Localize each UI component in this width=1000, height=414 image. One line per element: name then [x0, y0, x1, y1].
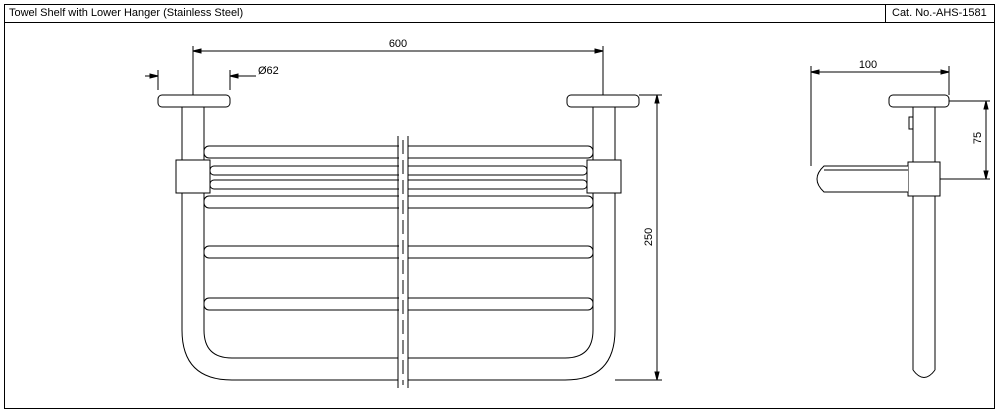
- dimension-width-label: 600: [389, 38, 407, 50]
- dimension-height-label: 250: [643, 228, 655, 246]
- left-frame-outer: [181, 107, 398, 381]
- dimension-width: [192, 46, 604, 95]
- dimension-diameter-label: Ø62: [258, 65, 279, 77]
- side-post-end: [912, 369, 936, 378]
- right-frame-outer: [408, 107, 616, 381]
- right-wall-flange: [566, 94, 640, 108]
- dimension-depth: [810, 66, 950, 166]
- dimension-height: [615, 94, 662, 381]
- title-block: Towel Shelf with Lower Hanger (Stainless…: [5, 5, 994, 23]
- left-wall-flange: [157, 94, 231, 108]
- right-support-block: [586, 159, 622, 194]
- side-screw: [908, 116, 914, 130]
- dimension-depth-label: 100: [859, 59, 877, 71]
- catalog-number: Cat. No.-AHS-1581: [892, 7, 987, 19]
- left-frame-inner-lower: [203, 193, 398, 359]
- front-view: 600 Ø62 250: [145, 38, 662, 388]
- side-wall-flange: [888, 94, 950, 108]
- drawing-sheet: Towel Shelf with Lower Hanger (Stainless…: [4, 4, 995, 409]
- right-frame-inner-lower: [408, 193, 594, 359]
- catalog-box: Cat. No.-AHS-1581: [885, 5, 994, 22]
- left-support-block: [175, 159, 211, 194]
- dimension-diameter: [145, 70, 256, 90]
- side-shelf-profile: [816, 165, 908, 193]
- drawing-title: Towel Shelf with Lower Hanger (Stainless…: [9, 7, 244, 19]
- dimension-bracket-label: 75: [972, 132, 984, 144]
- dimension-bracket: [940, 100, 990, 180]
- side-support-block: [907, 161, 941, 197]
- side-view: 100 75: [810, 59, 990, 378]
